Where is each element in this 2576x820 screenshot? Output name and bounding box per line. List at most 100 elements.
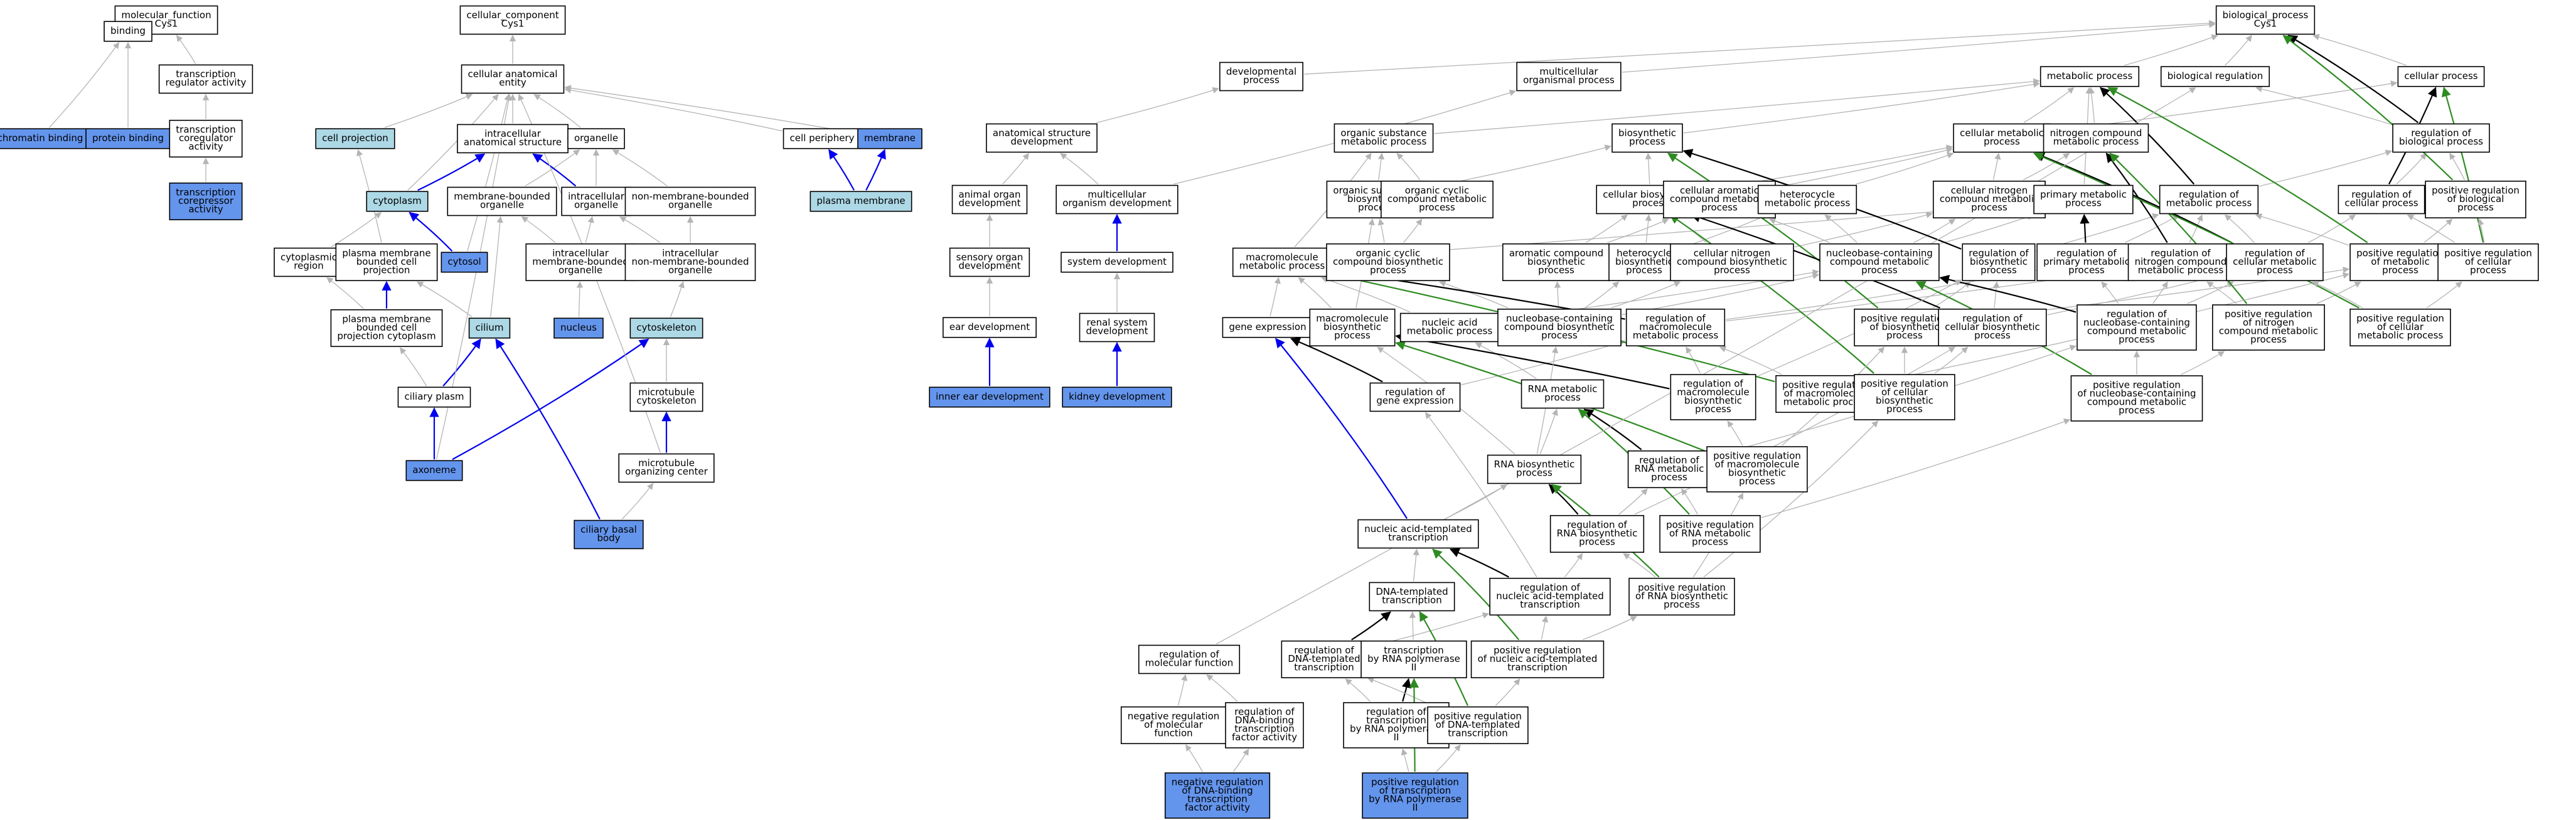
go-term-kidney-development[interactable]: kidney development: [1062, 386, 1172, 408]
go-term-regulation-of-macromolecule-biosynthetic-process[interactable]: regulation ofmacromoleculebiosyntheticpr…: [1670, 374, 1756, 420]
go-term-cytoskeleton[interactable]: cytoskeleton: [629, 317, 703, 339]
go-term-regulation-of-nucleobase-containing-compound-metabolic-process[interactable]: regulation ofnucleobase-containingcompou…: [2076, 304, 2197, 351]
go-term-cell-periphery[interactable]: cell periphery: [783, 128, 862, 149]
go-term-membrane[interactable]: membrane: [857, 128, 922, 149]
go-term-chromatin-binding[interactable]: chromatin binding: [0, 128, 90, 149]
go-term-protein-binding[interactable]: protein binding: [85, 128, 171, 149]
go-term-cellular-process[interactable]: cellular process: [2397, 66, 2485, 87]
go-term-axoneme[interactable]: axoneme: [405, 460, 463, 481]
go-term-ciliary-plasm[interactable]: ciliary plasm: [397, 386, 471, 408]
go-term-metabolic-process[interactable]: metabolic process: [2039, 66, 2140, 87]
go-term-inner-ear-development[interactable]: inner ear development: [929, 386, 1050, 408]
go-term-intracellular-non-membrane-bounded-organelle[interactable]: intracellularnon-membrane-boundedorganel…: [624, 243, 756, 282]
go-term-cell-projection[interactable]: cell projection: [315, 128, 395, 149]
go-term-organelle[interactable]: organelle: [567, 128, 625, 149]
go-term-ear-development[interactable]: ear development: [943, 317, 1037, 338]
go-term-cilium[interactable]: cilium: [468, 317, 511, 339]
go-term-cytosol[interactable]: cytosol: [441, 252, 488, 273]
go-term-system-development[interactable]: system development: [1061, 252, 1173, 273]
go-term-biological-regulation[interactable]: biological regulation: [2160, 66, 2270, 87]
go-term-binding[interactable]: binding: [104, 21, 152, 42]
go-term-cytoplasm[interactable]: cytoplasm: [366, 191, 429, 212]
go-term-gene-expression[interactable]: gene expression: [1222, 317, 1313, 338]
go-term-regulation-of-dna-binding-transcription-factor-activity[interactable]: regulation ofDNA-bindingtranscriptionfac…: [1225, 702, 1304, 748]
go-term-plasma-membrane[interactable]: plasma membrane: [810, 191, 912, 212]
